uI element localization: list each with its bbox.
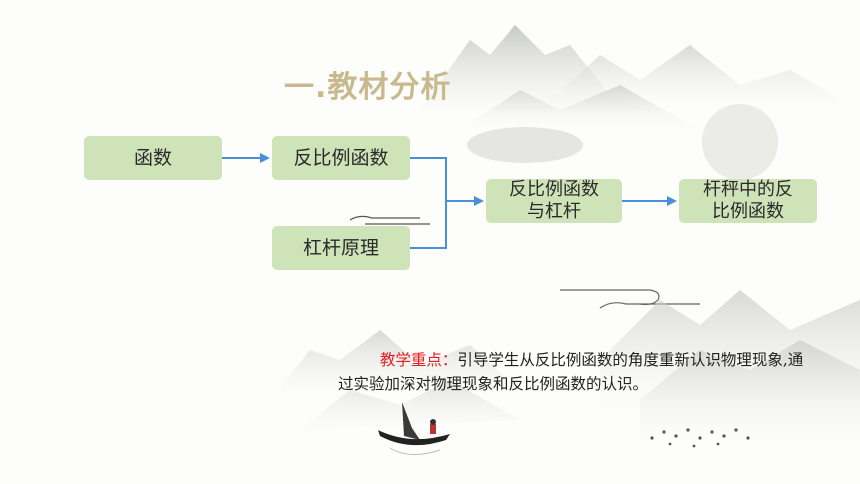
node-steelyard-inverse-line2: 比例函数 bbox=[712, 201, 784, 222]
node-function-label: 函数 bbox=[133, 147, 172, 169]
node-inverse-proportion: 反比例函数 bbox=[272, 136, 410, 180]
bottom-right-mountains bbox=[600, 290, 860, 440]
node-lever-principle: 杠杆原理 bbox=[272, 226, 410, 270]
teaching-focus-keyword: 教学重点： bbox=[379, 351, 458, 369]
moon-disc bbox=[702, 104, 778, 180]
mist-ellipse bbox=[467, 127, 583, 163]
node-inverse-proportion-label: 反比例函数 bbox=[293, 147, 389, 169]
node-lever-principle-label: 杠杆原理 bbox=[302, 237, 379, 259]
bottom-left-mountains bbox=[270, 330, 560, 430]
node-steelyard-inverse-line1: 杆秤中的反 bbox=[703, 179, 793, 200]
page-title: 一.教材分析 bbox=[284, 70, 452, 105]
cloud-swirl-left bbox=[349, 215, 430, 225]
node-steelyard-inverse: 杆秤中的反 比例函数 bbox=[679, 179, 817, 223]
node-inverse-and-lever-line2: 与杠杆 bbox=[527, 201, 581, 222]
bird-flock bbox=[650, 428, 750, 448]
fishing-boat bbox=[378, 402, 450, 455]
top-mountains bbox=[420, 25, 860, 130]
node-function: 函数 bbox=[84, 136, 222, 180]
cloud-swirl-right bbox=[560, 289, 700, 309]
node-inverse-and-lever: 反比例函数 与杠杆 bbox=[486, 179, 622, 223]
teaching-focus-note: 教学重点：引导学生从反比例函数的角度重新认识物理现象,通过实验加深对物理现象和反… bbox=[338, 348, 808, 396]
node-inverse-and-lever-line1: 反比例函数 bbox=[509, 179, 599, 200]
teaching-focus-text: 引导学生从反比例函数的角度重新认识物理现象,通过实验加深对物理现象和反比例函数的… bbox=[338, 351, 804, 393]
